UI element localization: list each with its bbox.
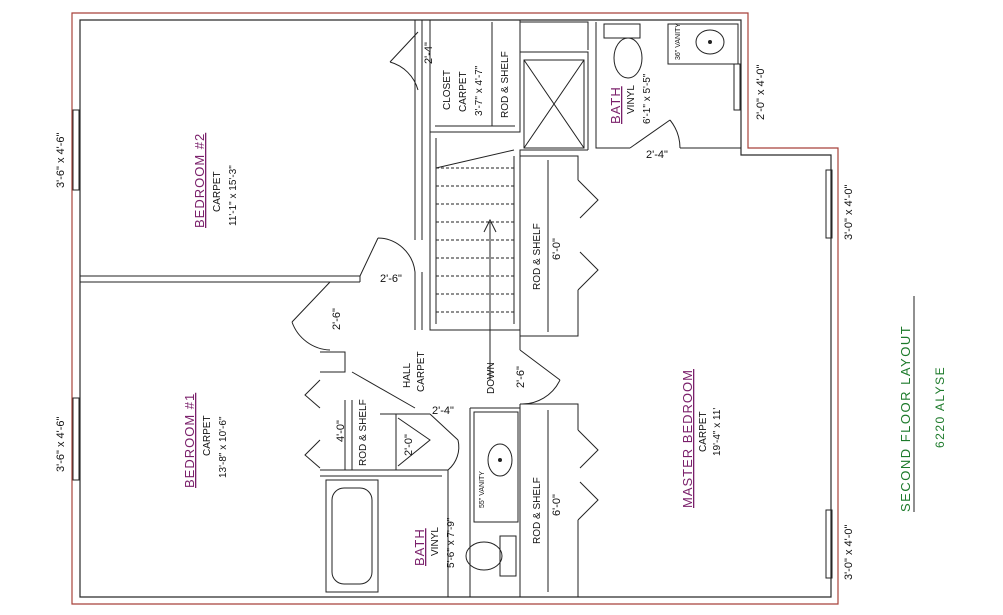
bedroom1-door [291,281,331,351]
vanity-36-label: 36" VANITY [675,23,682,60]
vanity-upper [667,23,739,65]
rod-shelf-closet: ROD & SHELF [500,51,511,118]
dim-hall-closet: 4'-0" [335,420,347,442]
dim-linen-closet: 2'-0" [403,434,415,456]
dimension-labels: 2'-4" 2'-4" 2'-6" 2'-6" 2'-6" 4'-0" 2'-0… [55,42,855,580]
bath-lower-finish: VINYL [430,527,441,556]
sink-upper [695,29,725,55]
plan-name: 6220 ALYSE [933,366,947,448]
bedroom1-finish: CARPET [202,415,213,456]
toilet-tank-upper [603,23,641,39]
windows [72,63,833,579]
bath-lower-name: BATH [412,528,427,566]
dim-window-master-upper: 3'-0" x 4'-0" [843,184,855,240]
dim-closet-door: 2'-4" [423,42,435,64]
bath-upper-finish: VINYL [626,85,637,114]
bedroom2-size: 11'-1" x 15'-3" [228,165,239,226]
dim-master-door: 2'-6" [515,366,527,388]
dim-bath-upper-door: 2'-4" [646,149,668,161]
bath-upper-name: BATH [608,86,623,124]
shower [523,59,585,149]
title-block: SECOND FLOOR LAYOUT 6220 ALYSE [898,296,947,512]
master-door [519,349,561,405]
master-finish: CARPET [698,411,709,452]
bedroom2-finish: CARPET [212,171,223,212]
closet-finish: CARPET [458,71,469,112]
vanity-lower [473,411,519,523]
toilet-bowl-lower [465,541,503,571]
bath-lower-size: 5'-6" x 7'-9" [446,517,457,568]
bath-lower-door [429,413,460,471]
bath-upper-door [629,119,681,149]
sink-lower [487,443,513,477]
closet-size: 3'-7" x 4'-7" [474,65,485,116]
bedroom2-door [359,237,416,277]
rod-shelf-hall: ROD & SHELF [358,399,369,466]
stair-down-label: DOWN [486,362,497,394]
closet-name: CLOSET [442,70,453,110]
tub-inner [331,487,373,585]
stairs [436,167,514,380]
doors [291,31,681,521]
bedroom1-name: BEDROOM #1 [182,393,197,488]
dim-bedroom2-door: 2'-6" [380,273,402,285]
toilet-tank-lower [499,535,517,577]
closet-door [389,31,419,91]
toilet-bowl-upper [613,37,643,79]
window-bedroom2 [72,109,80,191]
vanity-55-label: 55" VANITY [479,471,486,508]
dim-master-closet-lower: 6'-0" [551,494,563,516]
dim-window-bedroom2: 3'-6" x 4'-6" [55,132,67,188]
dim-window-bath-upper: 2'-0" x 4'-0" [755,64,767,120]
dim-master-closet-upper: 6'-0" [551,238,563,260]
bath-upper-size: 6'-1" x 5'-5" [642,73,653,124]
master-name: MASTER BEDROOM [680,369,695,508]
dim-bath-lower-door: 2'-4" [432,405,454,417]
dim-window-master-lower: 3'-0" x 4'-0" [843,524,855,580]
exterior-walls [71,12,839,605]
room-labels: BEDROOM #2 CARPET 11'-1" x 15'-3" BEDROO… [182,65,723,568]
dim-window-bedroom1: 3'-6" x 4'-6" [55,416,67,472]
fixtures [325,23,739,593]
master-size: 19'-4" x 11' [712,408,723,456]
tub [325,479,379,593]
window-master-lower [825,509,833,579]
window-bedroom1 [72,397,80,481]
window-bath-upper [733,63,741,111]
fixture-labels: ROD & SHELF ROD & SHELF ROD & SHELF ROD … [358,23,682,544]
rod-shelf-master-upper: ROD & SHELF [532,223,543,290]
bedroom1-size: 13'-8" x 10'-6" [218,416,229,478]
hall-name: HALL [402,363,413,388]
window-master-upper [825,169,833,239]
dim-bedroom1-door: 2'-6" [331,308,343,330]
hall-finish: CARPET [416,351,427,392]
plan-title: SECOND FLOOR LAYOUT [898,325,913,512]
rod-shelf-master-lower: ROD & SHELF [532,477,543,544]
bedroom2-name: BEDROOM #2 [192,133,207,228]
